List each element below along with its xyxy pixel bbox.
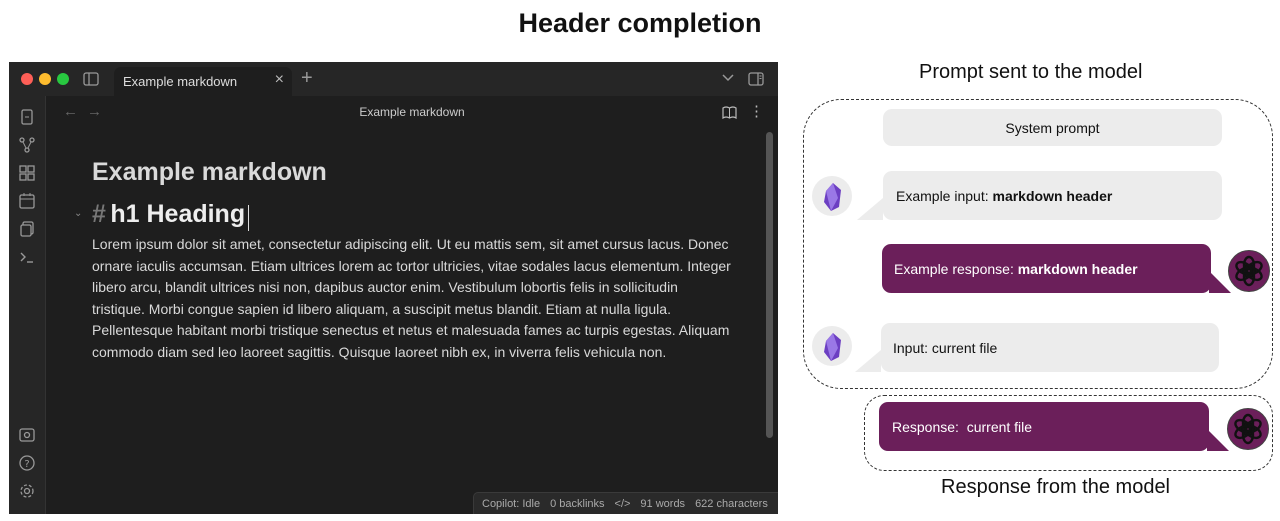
system-prompt-label: System prompt [1005, 119, 1100, 136]
chevron-down-icon[interactable] [722, 74, 734, 82]
prompt-title: Prompt sent to the model [919, 61, 1143, 83]
response-bubble: Response: current file [879, 402, 1209, 451]
canvas-icon[interactable] [18, 164, 36, 182]
svg-text:?: ? [24, 459, 29, 470]
vault-icon[interactable] [18, 426, 36, 444]
example-input-bubble: Example input: markdown header [883, 171, 1222, 220]
back-arrow-icon[interactable]: ← [63, 103, 78, 120]
example-input-value: markdown header [992, 187, 1113, 204]
status-bar: Copilot: Idle 0 backlinks </> 91 words 6… [473, 492, 778, 514]
response-title: Response from the model [941, 476, 1171, 498]
openai-logo-icon [1235, 255, 1263, 287]
reading-view-icon[interactable] [722, 106, 737, 119]
character-count: 622 characters [695, 497, 768, 510]
copy-icon[interactable] [18, 220, 36, 238]
calendar-icon[interactable] [18, 192, 36, 210]
bubble-tail [1207, 429, 1229, 451]
maximize-window-button[interactable] [57, 73, 69, 85]
response-group [864, 395, 1273, 471]
word-count: 91 words [640, 497, 686, 510]
title-bar: Example markdown × + [9, 62, 778, 96]
example-response-value: markdown header [1017, 260, 1138, 277]
copilot-status[interactable]: Copilot: Idle [482, 497, 541, 510]
terminal-icon[interactable] [18, 248, 36, 266]
sidebar-toggle-icon[interactable] [83, 72, 99, 86]
openai-logo-icon [1234, 413, 1262, 445]
view-header: ← → Example markdown ⋮ [46, 96, 778, 130]
response-label: Response: current file [892, 418, 1033, 435]
openai-avatar [1227, 408, 1269, 450]
more-options-icon[interactable]: ⋮ [749, 103, 764, 120]
minimize-window-button[interactable] [39, 73, 51, 85]
obsidian-avatar [812, 326, 852, 366]
inline-title[interactable]: Example markdown [92, 158, 327, 186]
tab-example-markdown[interactable]: Example markdown × [114, 67, 292, 96]
new-tab-icon[interactable]: + [301, 67, 313, 89]
heading-text: h1 Heading [110, 200, 246, 228]
view-title[interactable]: Example markdown [359, 105, 465, 119]
tab-label: Example markdown [123, 74, 238, 89]
left-ribbon: ? [9, 96, 46, 514]
input-label: Input: current file [893, 339, 998, 356]
app-window: Example markdown × + ? ← → Example markd… [9, 62, 778, 514]
h1-heading[interactable]: # h1 Heading [92, 200, 250, 231]
system-prompt-bubble: System prompt [883, 109, 1222, 146]
text-cursor [248, 204, 250, 231]
obsidian-logo-icon [824, 183, 841, 211]
input-bubble: Input: current file [881, 323, 1219, 372]
graph-icon[interactable] [18, 136, 36, 154]
bubble-tail [855, 350, 881, 372]
settings-icon[interactable] [18, 482, 36, 500]
obsidian-logo-icon [824, 333, 841, 361]
files-icon[interactable] [18, 108, 36, 126]
example-response-label: Example response: [894, 260, 1018, 277]
page-title: Header completion [518, 8, 762, 38]
forward-arrow-icon[interactable]: → [87, 103, 102, 120]
source-mode-icon[interactable]: </> [614, 497, 631, 510]
close-window-button[interactable] [21, 73, 33, 85]
example-response-bubble: Example response: markdown header [882, 244, 1211, 293]
close-tab-icon[interactable]: × [274, 71, 284, 88]
obsidian-avatar [812, 176, 852, 216]
example-input-label: Example input: [896, 187, 993, 204]
scrollbar[interactable] [766, 132, 773, 438]
openai-avatar [1228, 250, 1270, 292]
body-paragraph[interactable]: Lorem ipsum dolor sit amet, consectetur … [92, 236, 731, 360]
fold-chevron-icon[interactable]: ⌄ [74, 208, 83, 219]
bubble-tail [1209, 271, 1231, 293]
right-sidebar-icon[interactable] [748, 72, 764, 86]
help-icon[interactable]: ? [18, 454, 36, 472]
heading-marker: # [92, 200, 106, 228]
prompt-group [803, 99, 1273, 389]
backlinks-count[interactable]: 0 backlinks [550, 497, 605, 510]
bubble-tail [857, 198, 883, 220]
